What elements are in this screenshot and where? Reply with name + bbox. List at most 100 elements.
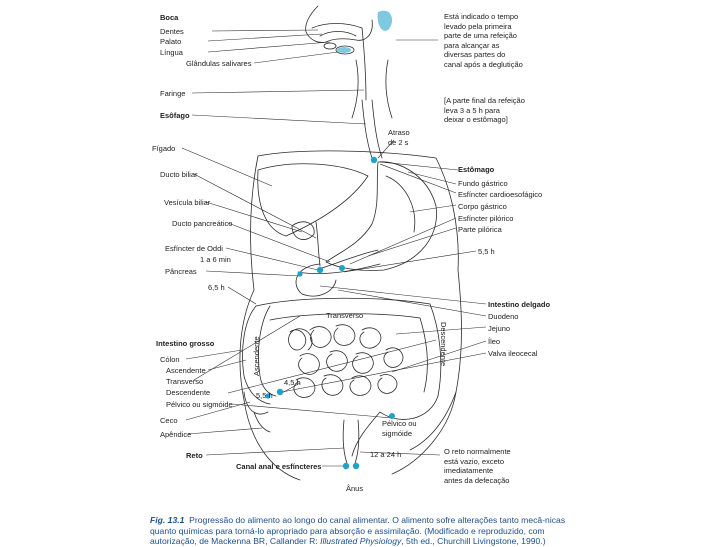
label-transverso: Transverso [166,377,204,386]
pointer-ascendente [207,359,247,371]
label-ducto-pancreatico: Ducto pancreático [172,219,233,228]
label-oddi-time: 1 a 6 min [200,255,231,264]
note-reto: O reto normalmente está vazio, exceto im… [444,447,511,485]
pointer-45h [279,382,301,395]
label-palato: Palato [160,37,182,46]
colon-descending [429,303,442,397]
duodenum [295,263,337,297]
pointer-65h [227,286,257,305]
label-pelvico-sigmoide: Pélvico ou sigmóide [382,419,417,438]
colon-transverse [255,297,431,307]
marker-valva [276,388,284,396]
label-figado: Fígado [152,144,176,153]
label-colon: Cólon [160,355,180,364]
label-descendente: Descendente [166,388,211,397]
pointer-valva [281,352,487,393]
label-pelvico: Pélvico ou sigmóide [166,400,233,409]
gallbladder [291,221,315,240]
label-canal-anal: Canal anal e esfíncteres [236,462,322,471]
pointer-cardio [379,163,457,194]
label-intestino-delgado: Intestino delgado [488,300,551,309]
label-12-24h: 12 a 24 h [370,450,402,459]
label-dentes: Dentes [160,27,184,36]
pointer-reto [205,447,345,456]
marker-sigmoide [389,413,395,419]
rectum [342,419,349,467]
pointer-atraso [377,139,395,159]
esophagus-left [361,99,373,159]
label-6-5h: 6,5 h [208,283,225,292]
label-duodeno: Duodeno [488,312,519,321]
esophagus-right [371,99,383,159]
label-ascendente: Ascendente [166,366,206,375]
colon-transverse-inner [269,313,421,321]
pointer-transverso [193,315,301,381]
label-glandulas: Glândulas salivares [186,59,252,68]
pointer-intestino-delgado [319,285,487,305]
pointer-ileo [391,340,487,373]
stomach [325,161,437,271]
label-estomago: Estômago [458,165,495,174]
pointer-dentes [211,29,319,32]
label-intestino-grosso: Intestino grosso [156,339,215,348]
nose-highlight [377,10,393,31]
pharynx [361,27,367,101]
pointer-ducto-pancreatico [227,222,331,263]
bile-duct [315,221,321,267]
neck-line [351,59,359,119]
label-corpo: Corpo gástrico [458,202,507,211]
pointer-descendente [227,339,437,394]
pointer-pancreas [205,270,301,277]
label-faringe: Faringe [160,89,186,98]
label-ceco: Ceco [160,416,178,425]
marker-oddi [316,266,324,274]
body-outline-left [239,155,259,401]
label-img-transverso: Transverso [326,311,364,320]
pointer-55h [343,250,477,273]
label-vesicula: Vesícula biliar [164,198,211,207]
head-outline [305,5,373,43]
pancreas-shape [297,263,381,274]
pointer-corpo [409,204,457,213]
caption-edition: , 5th ed., Churchill Livingstone, 1990.) [401,536,546,546]
pointer-faringe [191,89,365,94]
pelvis-right [391,391,457,475]
salivary-gland-b [323,42,337,50]
pancreatic-duct [321,249,379,269]
label-lingua: Língua [160,48,183,57]
pointer-ceco [185,401,251,421]
caption-fig-number: Fig. 13.1 [150,515,185,525]
label-anus: Ânus [346,484,364,493]
pointer-figado [181,147,273,187]
pointer-pelvico [231,403,393,419]
label-esofago: Esôfago [160,111,190,120]
small-intestine-loops [288,324,404,398]
palate-line [311,23,363,29]
figure-caption: Fig. 13.1 Progressão do alimento ao long… [150,515,570,547]
label-reto: Reto [186,451,203,460]
cecum [243,391,269,415]
pointer-estomago [379,161,459,171]
colon-ascending [242,305,271,405]
label-atraso: Atraso de 2 s [388,128,410,147]
label-esfincter-oddi: Esfíncter de Oddi [165,244,223,253]
pelvis-left [243,399,301,481]
pointer-parte-pilorica [367,227,457,257]
neck-line-2 [385,59,393,119]
label-pancreas: Pâncreas [165,267,197,276]
marker-ceco [265,393,271,399]
stomach-inner [385,175,416,233]
pointer-duodeno [337,289,487,317]
pointer-vesicula [205,201,303,233]
label-5-5h: 5,5 h [478,247,495,256]
colon-descending-inner [419,317,428,393]
label-jejuno: Jejuno [488,324,511,333]
label-4-5h: 4,5 h [284,378,301,387]
label-ducto-biliar: Ducto biliar [160,170,198,179]
pointer-glandulas [253,51,339,64]
marker-duodeno [297,271,303,277]
pointer-palato [207,33,323,42]
label-boca: Boca [160,13,179,22]
colon-ascending-inner [258,305,277,397]
